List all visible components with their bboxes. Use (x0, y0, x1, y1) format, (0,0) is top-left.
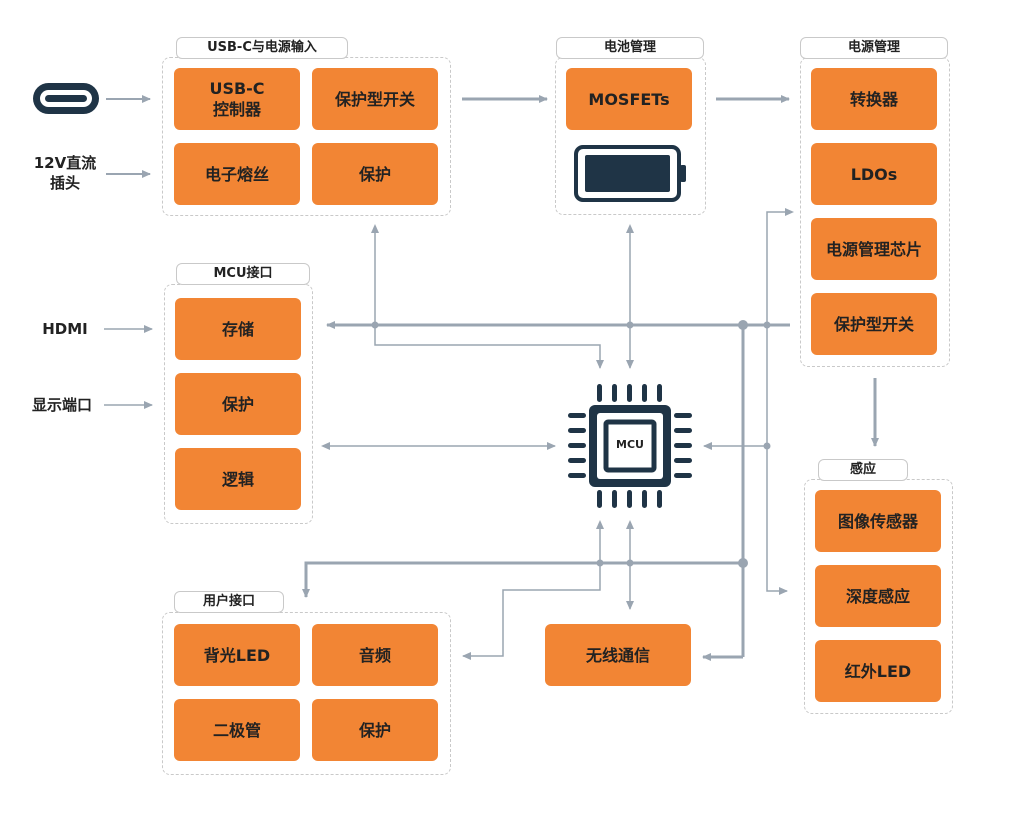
junction-dots (371, 320, 771, 568)
mcu-chip-label: MCU (616, 438, 644, 451)
logic-block: 逻辑 (175, 448, 301, 510)
displayport-label: 显示端口 (31, 396, 92, 414)
mcu-interface-title: MCU接口 (176, 263, 310, 285)
protected-switch-block: 保护型开关 (312, 68, 438, 130)
mcu-protection-block: 保护 (175, 373, 301, 435)
microcontroller-chip-icon (568, 384, 692, 508)
dc-jack-label: 12V直流 插头 (33, 154, 97, 192)
storage-block: 存储 (175, 298, 301, 360)
user-interface-title: 用户接口 (174, 591, 284, 613)
backlight-led-block: 背光LED (174, 624, 300, 686)
mosfets-block: MOSFETs (566, 68, 692, 130)
usb-power-input-title: USB-C与电源输入 (176, 37, 348, 59)
wireless-block: 无线通信 (545, 624, 691, 686)
diode-block: 二极管 (174, 699, 300, 761)
pmic-block: 电源管理芯片 (811, 218, 937, 280)
audio-block: 音频 (312, 624, 438, 686)
power-management-title: 电源管理 (800, 37, 948, 59)
battery-icon (574, 145, 686, 202)
efuse-block: 电子熔丝 (174, 143, 300, 205)
user-protection-block: 保护 (312, 699, 438, 761)
hdmi-label: HDMI (42, 320, 88, 338)
usb-c-port-icon (33, 83, 99, 114)
usb-c-controller-block: USB-C 控制器 (174, 68, 300, 130)
sensing-title: 感应 (818, 459, 908, 481)
user-interface-group (162, 612, 451, 775)
ir-led-block: 红外LED (815, 640, 941, 702)
battery-management-title: 电池管理 (556, 37, 704, 59)
image-sensor-block: 图像传感器 (815, 490, 941, 552)
power-protected-switch-block: 保护型开关 (811, 293, 937, 355)
depth-sensing-block: 深度感应 (815, 565, 941, 627)
usb-protection-block: 保护 (312, 143, 438, 205)
converter-block: 转换器 (811, 68, 937, 130)
ldos-block: LDOs (811, 143, 937, 205)
